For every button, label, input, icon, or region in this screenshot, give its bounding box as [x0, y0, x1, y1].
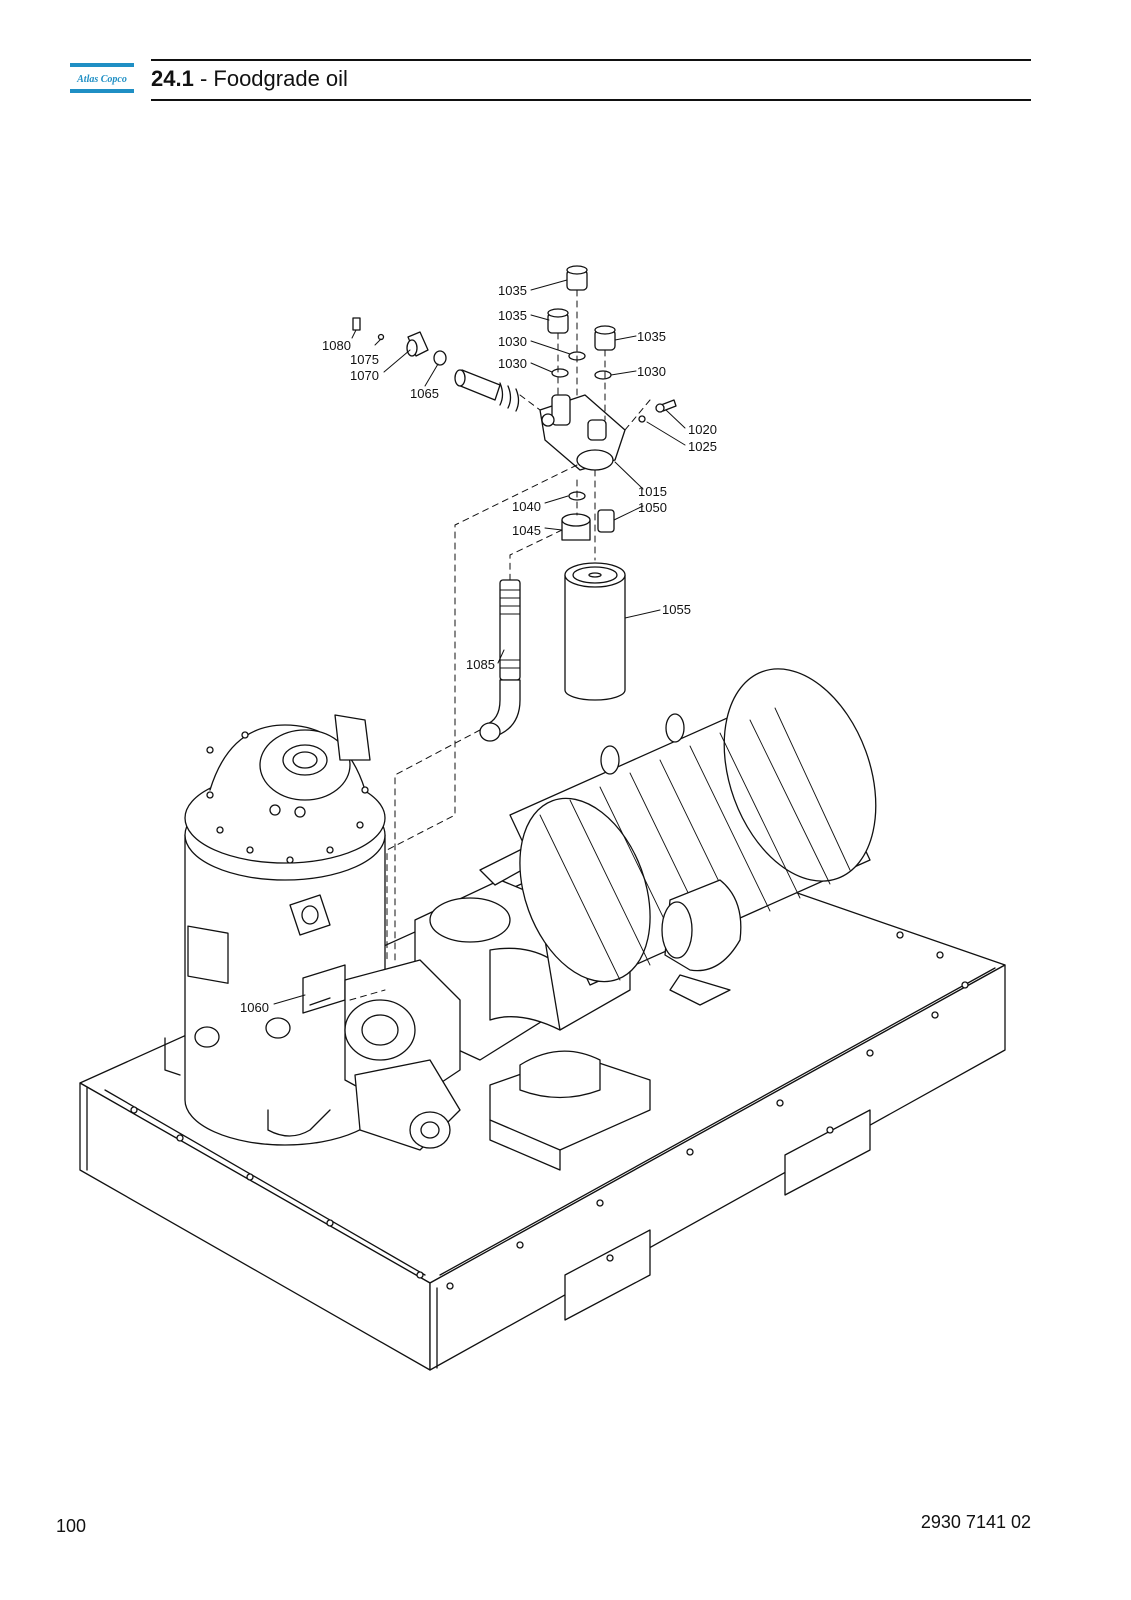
oil-filter-1055 — [564, 562, 626, 701]
valve-parts — [352, 317, 520, 412]
callout-1060: 1060 — [240, 1000, 269, 1015]
atlas-copco-logo: Atlas Copco — [70, 63, 134, 93]
callout-1050: 1050 — [638, 500, 667, 515]
callout-1070: 1070 — [350, 368, 379, 383]
section-number: 24.1 — [151, 66, 194, 91]
header-rule-top — [151, 59, 1031, 61]
callout-1035-b: 1035 — [498, 308, 527, 323]
callout-labels: 1035 1035 1035 1030 1030 1030 1080 1075 … — [240, 283, 717, 1015]
callout-1040: 1040 — [512, 499, 541, 514]
decal-1060 — [302, 964, 346, 1014]
o-rings-1030 — [551, 351, 612, 380]
callout-1080: 1080 — [322, 338, 351, 353]
page-number: 100 — [56, 1516, 87, 1536]
document-number: 2930 7141 02 — [920, 1512, 1031, 1532]
callout-1035-c: 1035 — [637, 329, 666, 344]
callout-1030-c: 1030 — [637, 364, 666, 379]
callout-1045: 1045 — [512, 523, 541, 538]
callout-1075: 1075 — [350, 352, 379, 367]
page-title: 24.1 - Foodgrade oil — [151, 66, 348, 92]
callout-leaders — [273, 279, 686, 1005]
callout-1035-a: 1035 — [498, 283, 527, 298]
section-separator: - — [193, 66, 214, 91]
callout-1085: 1085 — [466, 657, 495, 672]
compressor-element — [344, 844, 651, 1171]
separator-vessel — [164, 714, 386, 1146]
logo-text: Atlas Copco — [76, 74, 127, 85]
callout-1030-b: 1030 — [498, 356, 527, 371]
filter-head-1015 — [539, 394, 626, 471]
header-rule-bottom — [151, 99, 1031, 101]
fittings-1040-1045-1050 — [561, 491, 615, 541]
callout-1015: 1015 — [638, 484, 667, 499]
callout-1055: 1055 — [662, 602, 691, 617]
callout-1020: 1020 — [688, 422, 717, 437]
section-title: Foodgrade oil — [213, 66, 348, 91]
screw-1020 — [638, 399, 677, 423]
electric-motor — [509, 668, 877, 1006]
callout-1025: 1025 — [688, 439, 717, 454]
callout-1065: 1065 — [410, 386, 439, 401]
assembly-dashed-lines — [349, 289, 651, 1001]
callout-1030-a: 1030 — [498, 334, 527, 349]
hose-1085 — [479, 579, 521, 742]
